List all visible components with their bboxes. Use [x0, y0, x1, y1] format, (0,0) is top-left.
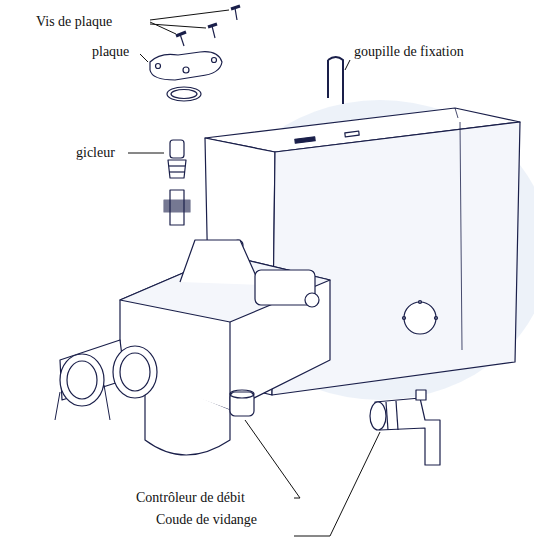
- part-label: plaque: [92, 44, 129, 60]
- leader-lines: [128, 10, 380, 536]
- part-label: Contrôleur de débit: [136, 490, 245, 506]
- part-label: goupille de fixation: [354, 44, 464, 60]
- plate-screws: [176, 6, 240, 46]
- valve-body: [55, 240, 330, 455]
- o-ring: [167, 87, 201, 101]
- retaining-pin: [328, 57, 343, 104]
- drawing: [55, 6, 534, 536]
- part-label: Coude de vidange: [156, 512, 257, 528]
- drain-elbow: [370, 390, 440, 465]
- injector: [164, 140, 190, 225]
- plate: [150, 52, 222, 80]
- part-label: gicleur: [76, 145, 115, 161]
- part-label: Vis de plaque: [36, 14, 112, 30]
- flow-controller: [230, 390, 254, 416]
